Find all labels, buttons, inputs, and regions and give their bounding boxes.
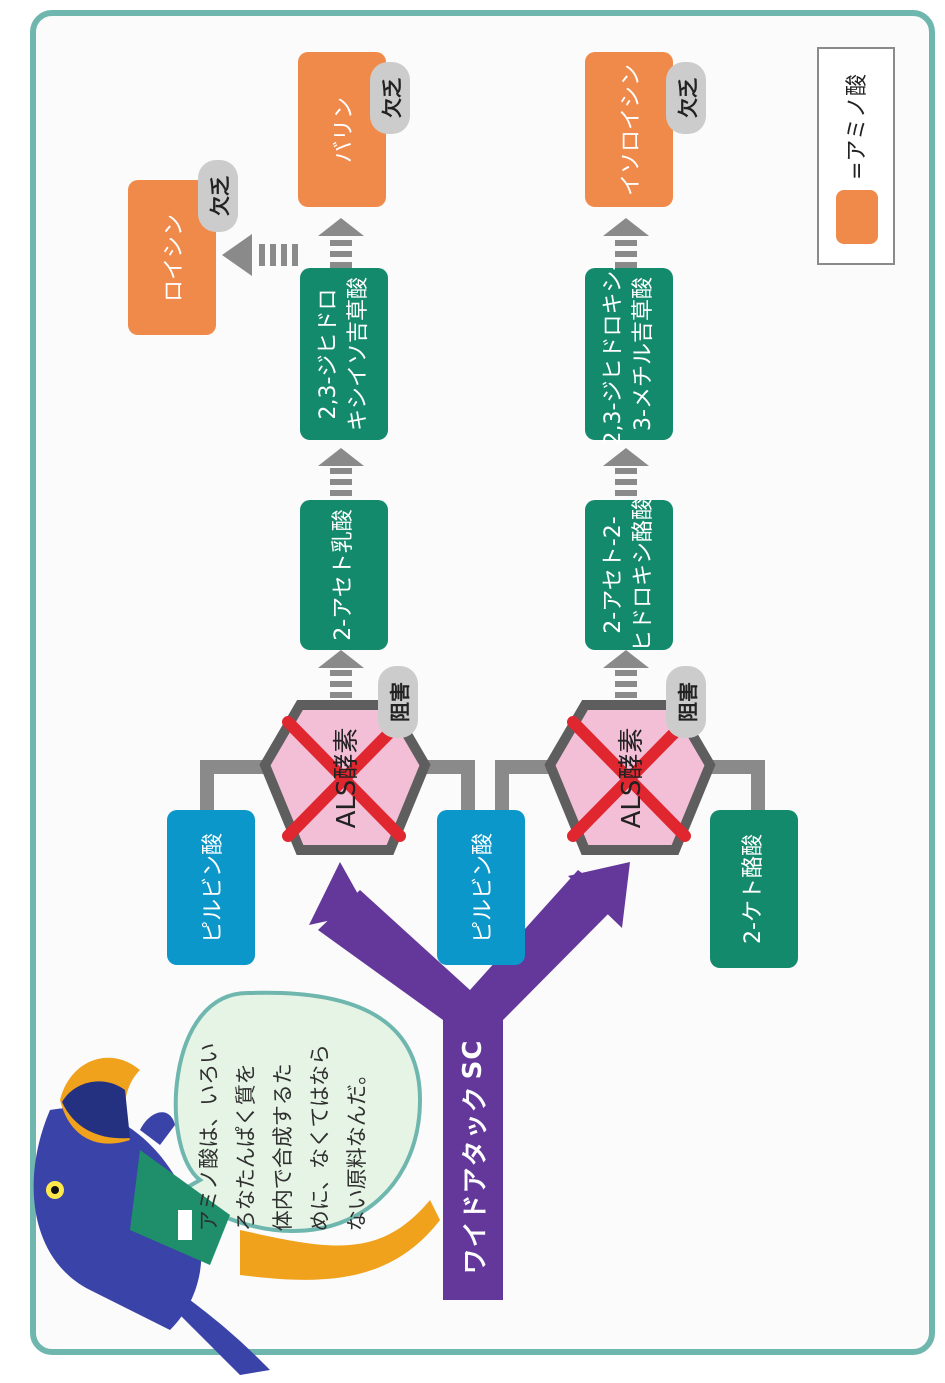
- leucine-label: ロイシン: [162, 214, 187, 303]
- dihydroxyisovalerate-line1: 2,3-ジヒドロ: [316, 288, 341, 420]
- acetohydroxybutyrate-box: [585, 500, 673, 650]
- deficiency-badge-leucine-label: 欠乏: [207, 176, 232, 216]
- valine-box: [298, 52, 386, 207]
- leucine-box: [128, 180, 216, 335]
- inhibition-badge-bottom: [666, 666, 706, 738]
- pyruvate-label-top: ピルビン酸: [201, 833, 226, 944]
- dihydroxymethylvalerate-box: [585, 268, 673, 440]
- inhibition-badge-top: [378, 666, 418, 738]
- isoleucine-label: イソロイシン: [619, 64, 644, 197]
- valine-label: バリン: [332, 97, 357, 164]
- product-name-main: ワイドアタック: [460, 1085, 491, 1275]
- arrow-bottom-2: [603, 448, 649, 496]
- product-y-arrow: [309, 862, 630, 1300]
- arrow-top-1: [318, 650, 364, 698]
- ketobutyrate-box: [710, 810, 798, 968]
- dihydroxymethylvalerate-label: 2,3-ジヒドロキシ- 3-メチル吉草酸: [599, 263, 659, 446]
- isoleucine-box: [585, 52, 673, 207]
- inhibition-badge-top-label: 阻害: [387, 682, 412, 722]
- dihydroxymethylvalerate-line2: 3-メチル吉草酸: [631, 277, 656, 431]
- pyruvate-box-top: [167, 810, 255, 965]
- bird-mascot: [33, 1057, 440, 1375]
- deficiency-badge-isoleucine: [666, 62, 706, 134]
- pyruvate-box-bottom: [437, 810, 525, 965]
- deficiency-badge-valine-label: 欠乏: [379, 78, 404, 118]
- inhibition-badge-bottom-label: 阻害: [675, 682, 700, 722]
- dihydroxyisovalerate-line2: キシイソ吉草酸: [346, 277, 371, 432]
- deficiency-badge-leucine: [198, 160, 238, 232]
- pyruvate-label-bottom: ピルビン酸: [471, 833, 496, 944]
- deficiency-badge-valine: [370, 62, 410, 134]
- arrow-top-3: [318, 218, 364, 268]
- arrow-left-leucine: [222, 234, 298, 276]
- arrow-bottom-1: [603, 650, 649, 698]
- acetohydroxybutyrate-line2: ヒドロキシ酪酸: [631, 498, 656, 653]
- product-name-suffix: SC: [458, 1039, 488, 1080]
- dihydroxyisovalerate-label: 2,3-ジヒドロ キシイソ吉草酸: [314, 269, 374, 439]
- legend-label: =アミノ酸: [845, 74, 870, 180]
- speech-text: アミノ酸は、いろい ろなたんぱく質を 体内で合成するた めに、なくてはなら ない…: [196, 1042, 369, 1232]
- dihydroxyisovalerate-box: [300, 268, 388, 440]
- arrow-bottom-3: [603, 218, 649, 268]
- dihydroxymethylvalerate-line1: 2,3-ジヒドロキシ-: [601, 262, 626, 446]
- speech-bubble: [159, 990, 423, 1233]
- inhibition-cross-top: [282, 716, 406, 842]
- deficiency-badge-isoleucine-label: 欠乏: [675, 78, 700, 118]
- product-name: ワイドアタック SC: [453, 1017, 493, 1297]
- acetolactate-label: 2-アセト乳酸: [331, 509, 356, 641]
- als-enzyme-label-top: ALS酵素: [331, 727, 362, 829]
- inhibition-cross-bottom: [567, 716, 691, 842]
- acetolactate-box: [300, 500, 388, 650]
- top-connector: [200, 760, 475, 820]
- legend-swatch: [836, 190, 878, 244]
- als-enzyme-label-bottom: ALS酵素: [616, 727, 647, 829]
- ketobutyrate-label: 2-ケト酪酸: [741, 834, 766, 944]
- acetohydroxybutyrate-label: 2-アセト-2- ヒドロキシ酪酸: [599, 495, 659, 655]
- arrow-top-2: [318, 448, 364, 496]
- acetohydroxybutyrate-line1: 2-アセト-2-: [601, 516, 626, 634]
